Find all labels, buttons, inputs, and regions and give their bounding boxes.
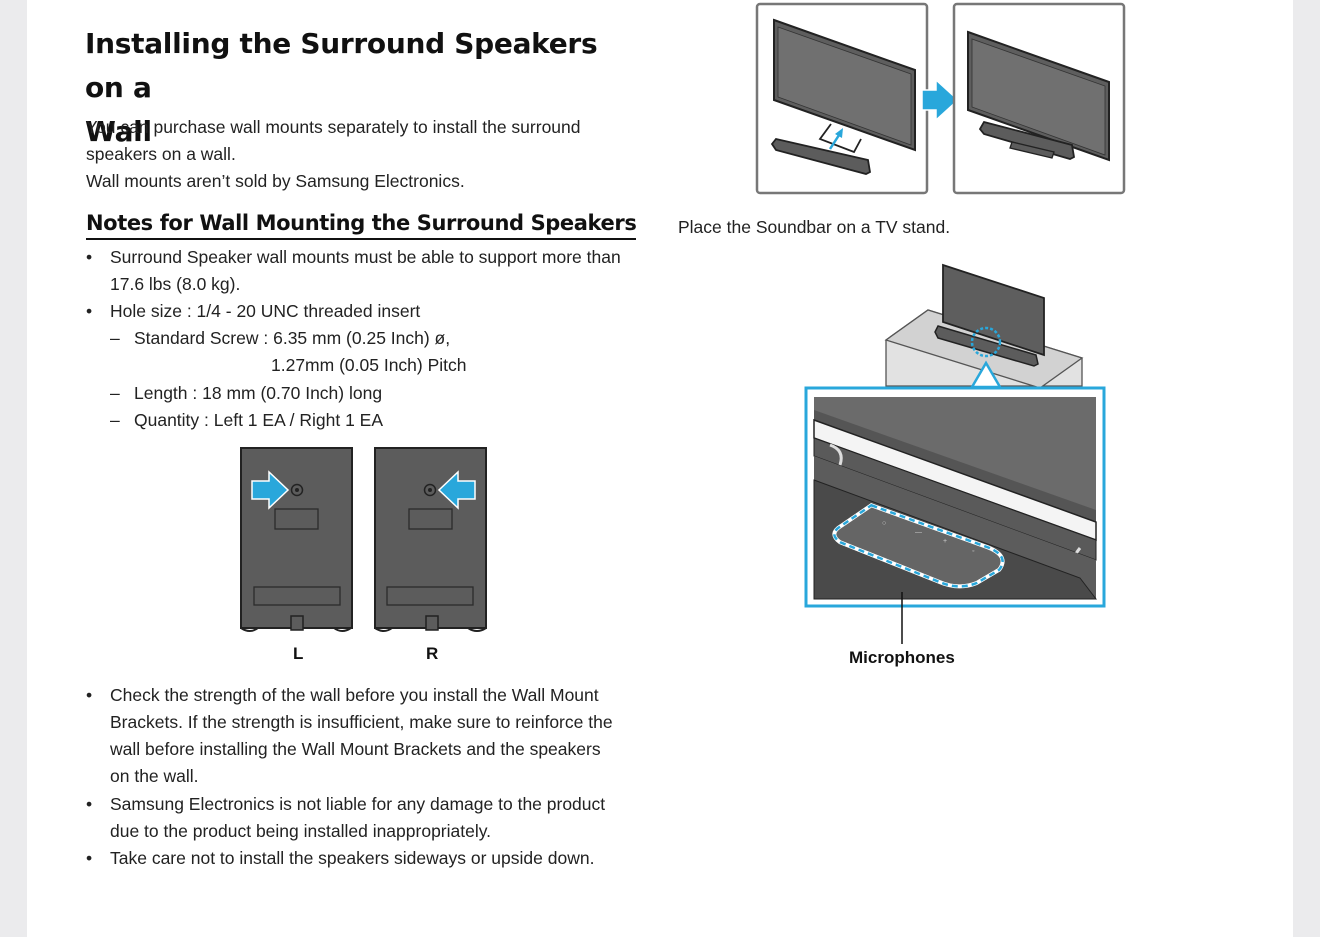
bullet-text: Take care not to install the speakers si… — [110, 848, 595, 868]
arrow-right-icon — [921, 78, 960, 122]
screw-detail-text: Quantity : Left 1 EA / Right 1 EA — [134, 410, 384, 430]
svg-text:○: ○ — [882, 520, 886, 527]
bullet-text-line: Check the strength of the wall before yo… — [110, 685, 599, 705]
bullet-text-line: Brackets. If the strength is insufficien… — [110, 712, 613, 732]
dash-marker: – — [110, 328, 120, 348]
dash-marker: – — [110, 410, 120, 430]
bullet-text-line: Samsung Electronics is not liable for an… — [110, 794, 606, 814]
page-title-line-1: Installing the Surround Speakers on a — [85, 27, 598, 104]
bullet-text: Hole size : 1/4 - 20 UNC threaded insert — [110, 301, 421, 321]
bullet-text-line: due to the product being installed inapp… — [110, 821, 492, 841]
page-title: Installing the Surround Speakers on a Wa… — [85, 22, 645, 154]
notes-heading: Notes for Wall Mounting the Surround Spe… — [86, 208, 637, 240]
screw-detail-text: Standard Screw : 6.35 mm (0.25 Inch) ø, — [134, 328, 451, 348]
screw-detail-continuation: 1.27mm (0.05 Inch) Pitch — [271, 352, 467, 379]
dash-marker: – — [110, 383, 120, 403]
bullet-marker: • — [86, 685, 93, 705]
screw-detail-text: Length : 18 mm (0.70 Inch) long — [134, 383, 383, 403]
bullet-marker: • — [86, 848, 93, 868]
microphones-label: Microphones — [849, 648, 955, 667]
bullet-text-line: Surround Speaker wall mounts must be abl… — [110, 247, 621, 267]
speaker-mount-illustration — [240, 447, 487, 632]
intro-paragraph: You can purchase wall mounts separately … — [86, 114, 666, 195]
bullet-marker: • — [86, 247, 93, 267]
right-speaker-illustration — [374, 447, 487, 632]
svg-text:◦: ◦ — [972, 548, 974, 555]
left-speaker-illustration — [240, 447, 353, 632]
bullet-text-line: 17.6 lbs (8.0 kg). — [110, 274, 241, 294]
microphone-location-illustration: ○ — + ◦ — [804, 263, 1106, 644]
bullet-text: Surround Speaker wall mounts must be abl… — [110, 244, 621, 298]
intro-line: speakers on a wall. — [86, 144, 236, 164]
bullet-text-line: wall before installing the Wall Mount Br… — [110, 739, 601, 759]
bullet-marker: • — [86, 301, 93, 321]
right-speaker-label: R — [426, 644, 439, 663]
svg-text:+: + — [943, 538, 947, 545]
intro-line: You can purchase wall mounts separately … — [86, 117, 581, 137]
arrow-left-icon — [437, 470, 476, 510]
arrow-right-icon — [251, 470, 290, 510]
bullet-text: Samsung Electronics is not liable for an… — [110, 791, 605, 845]
left-speaker-label: L — [293, 644, 304, 663]
svg-text:—: — — [915, 529, 922, 536]
screw-detail-text: 1.27mm (0.05 Inch) Pitch — [271, 355, 467, 375]
bullet-text-line: on the wall. — [110, 766, 199, 786]
soundbar-placement-illustration — [755, 2, 1126, 195]
bullet-text: Check the strength of the wall before yo… — [110, 682, 613, 790]
page-title-line-2: Wall — [85, 115, 152, 148]
soundbar-caption: Place the Soundbar on a TV stand. — [678, 217, 951, 237]
bullet-marker: • — [86, 794, 93, 814]
intro-line: Wall mounts aren’t sold by Samsung Elect… — [86, 171, 465, 191]
